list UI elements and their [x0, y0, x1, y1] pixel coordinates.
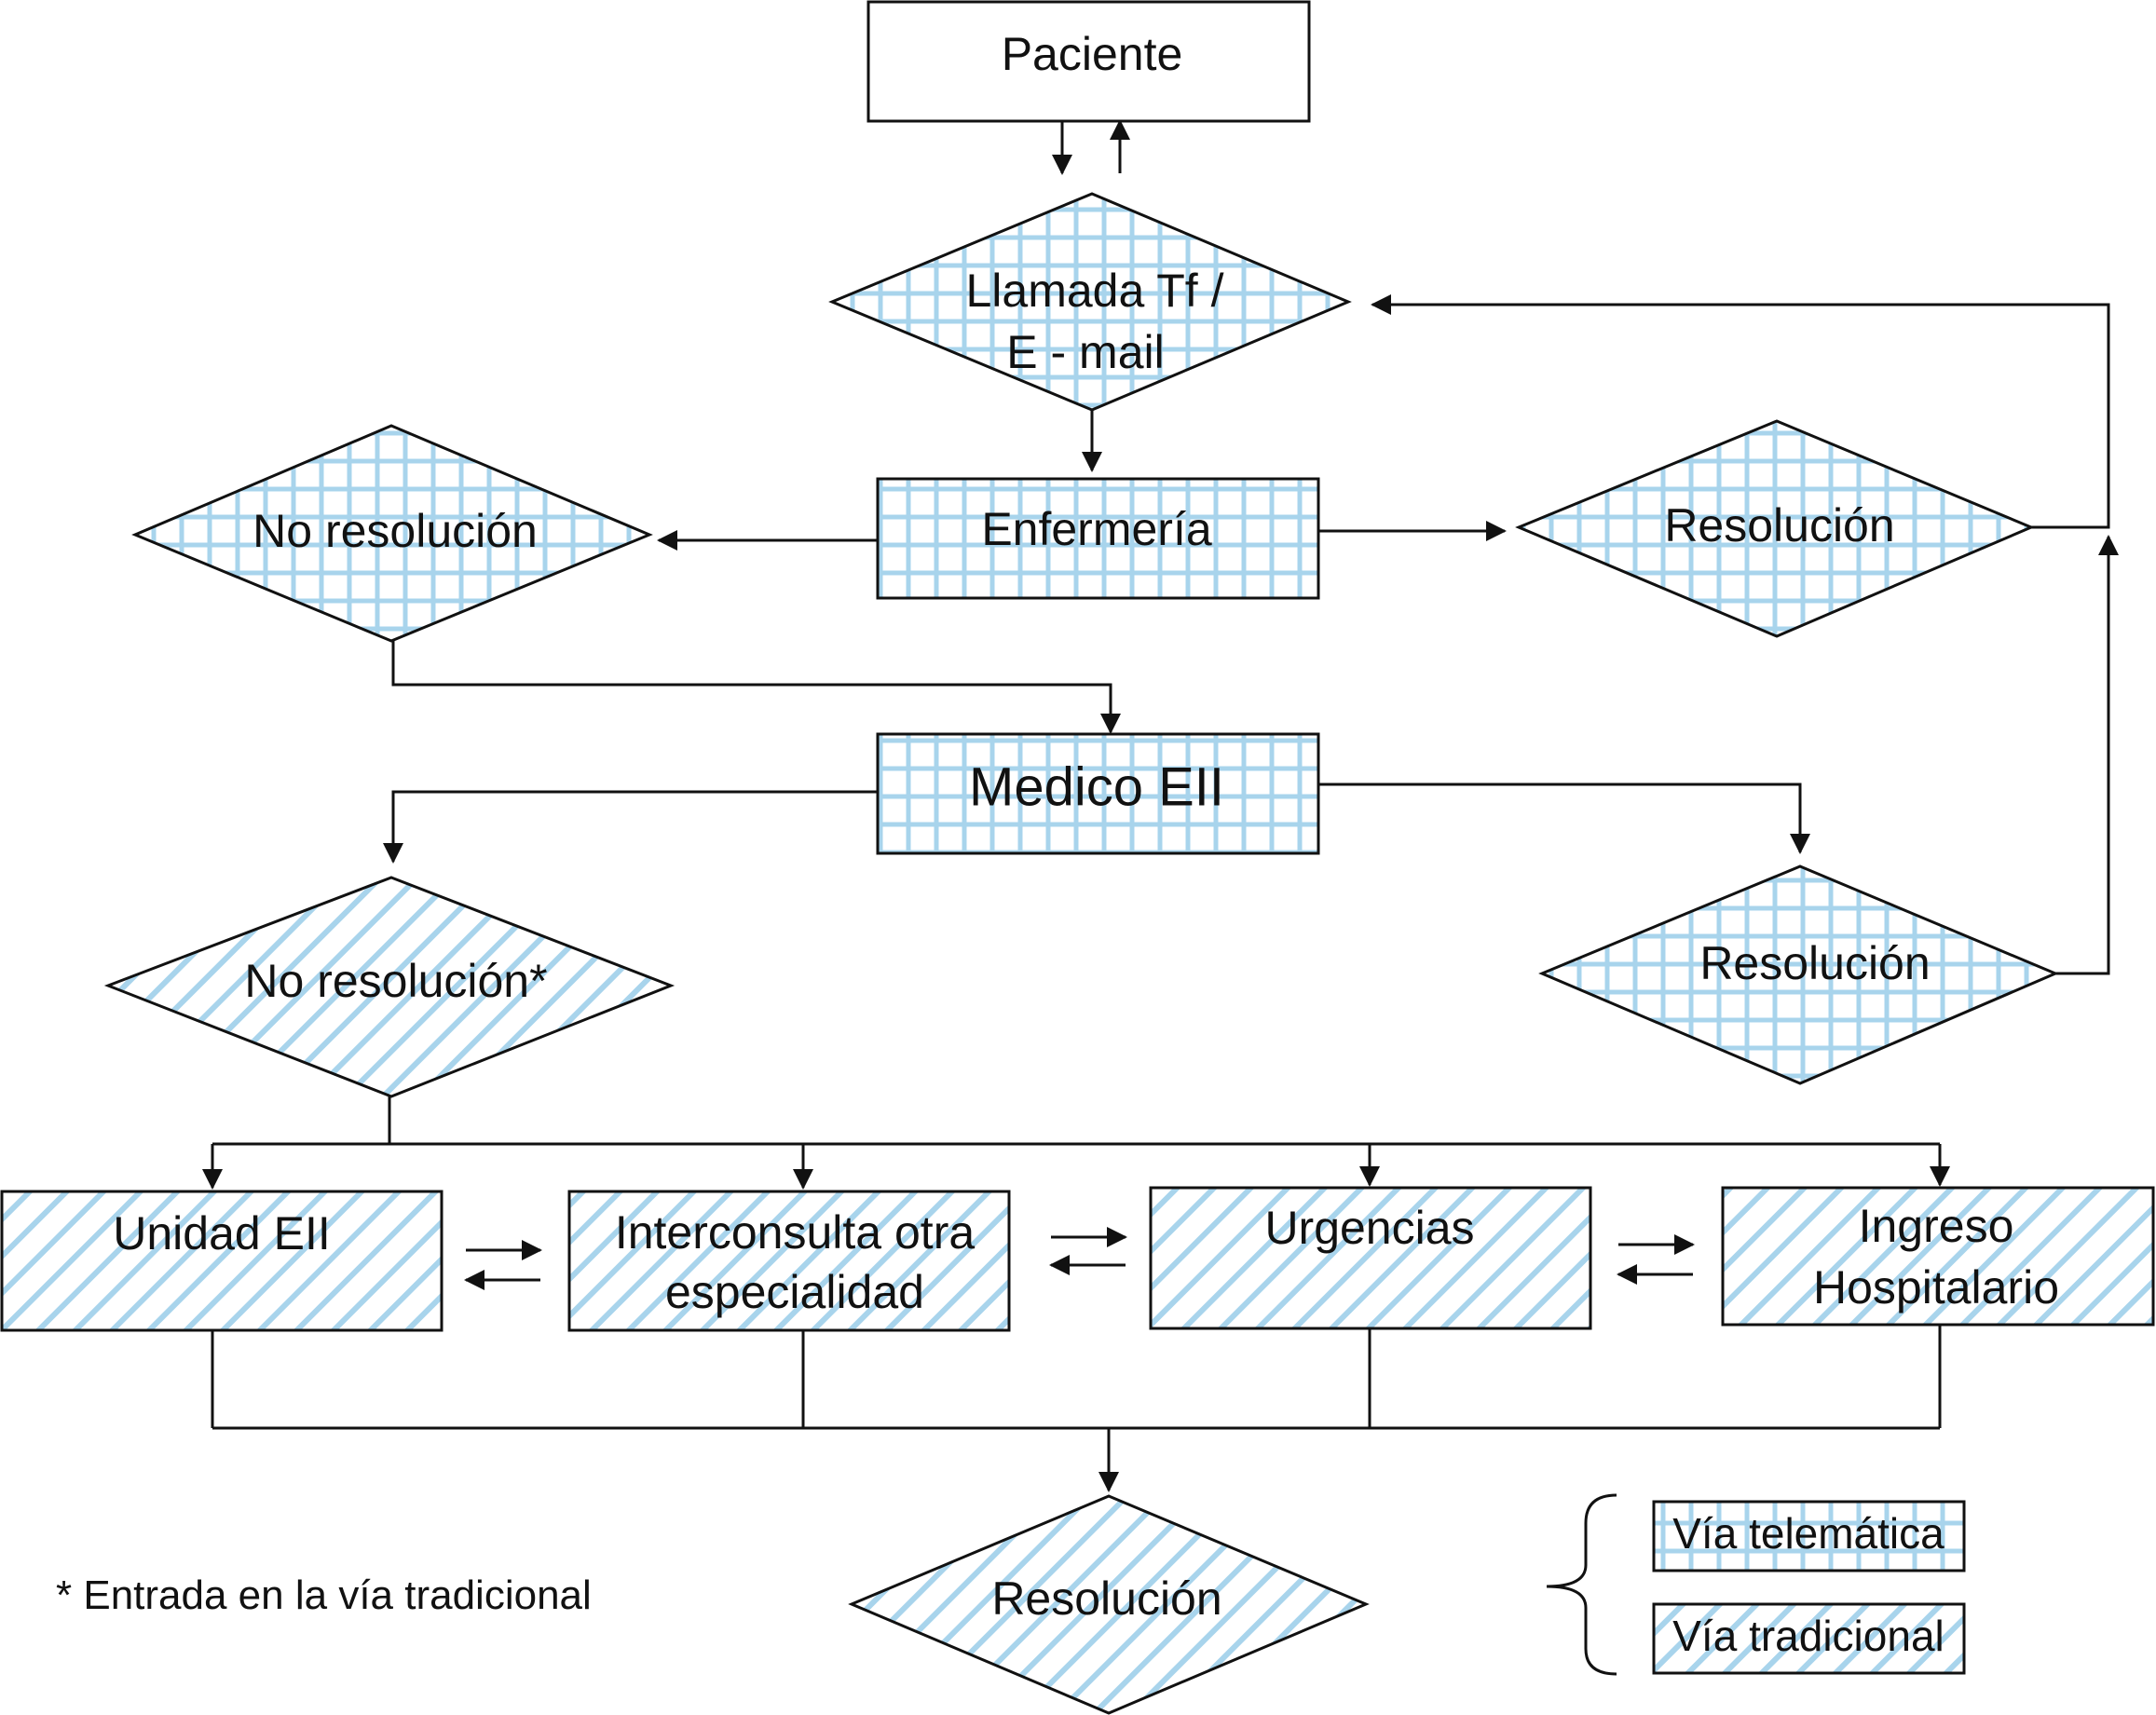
- label-resolucion-2: Resolución: [1699, 937, 1930, 989]
- label-enfermeria: Enfermería: [981, 503, 1212, 555]
- legend-swatch-telematica: [1652, 1500, 1966, 1572]
- node-no-resolucion-2: [103, 876, 675, 1098]
- label-ingreso-line2: Hospitalario: [1813, 1261, 2059, 1313]
- label-no-resolucion-1: No resolución: [252, 505, 538, 557]
- node-interconsulta: [567, 1190, 1011, 1332]
- legend-label-telematica: Vía telemática: [1672, 1509, 1944, 1558]
- legend: Vía telemática Vía tradicional: [1652, 1500, 1966, 1675]
- label-ingreso-line1: Ingreso: [1859, 1200, 2014, 1252]
- node-resolucion-2: [1538, 864, 2059, 1085]
- label-interconsulta-line1: Interconsulta otra: [615, 1206, 976, 1259]
- node-resolucion-1: [1515, 419, 2035, 638]
- label-medico: Medico EII: [969, 756, 1224, 817]
- node-enfermeria: [876, 477, 1320, 600]
- node-urgencias: [1149, 1186, 1592, 1330]
- arrow-resolucion2-up: [2055, 535, 2119, 975]
- node-no-resolucion-1: [131, 424, 653, 643]
- label-urgencias: Urgencias: [1264, 1202, 1474, 1254]
- connectors: [202, 119, 2119, 1676]
- legend-swatch-tradicional: [1652, 1602, 1966, 1675]
- label-paciente: Paciente: [1002, 28, 1183, 80]
- arrow-no-resolucion-to-medico: [391, 641, 1121, 734]
- label-resolucion-final: Resolución: [991, 1572, 1221, 1625]
- node-paciente: [866, 0, 1311, 123]
- node-medico: [876, 732, 1320, 855]
- node-llamada: [828, 192, 1352, 412]
- footnote: * Entrada en la vía tradicional: [56, 1572, 592, 1618]
- arrow-medico-to-resolucion2: [1318, 783, 1810, 854]
- label-llamada-line2: E - mail: [1006, 326, 1164, 378]
- legend-brace: [1546, 1493, 1617, 1676]
- label-interconsulta-line2: especialidad: [665, 1266, 924, 1318]
- node-unidad: [0, 1190, 443, 1332]
- node-resolucion-final: [848, 1494, 1370, 1715]
- arrow-resolucion-to-llamada: [1371, 294, 2110, 529]
- label-unidad: Unidad EII: [113, 1207, 330, 1259]
- label-resolucion-1: Resolución: [1664, 499, 1894, 551]
- label-no-resolucion-2: No resolución*: [244, 955, 547, 1007]
- label-llamada-line1: Llamada Tf /: [965, 265, 1223, 317]
- arrow-medico-to-no-resolucion2: [383, 790, 878, 864]
- node-ingreso: [1721, 1186, 2155, 1327]
- legend-label-tradicional: Vía tradicional: [1672, 1612, 1944, 1660]
